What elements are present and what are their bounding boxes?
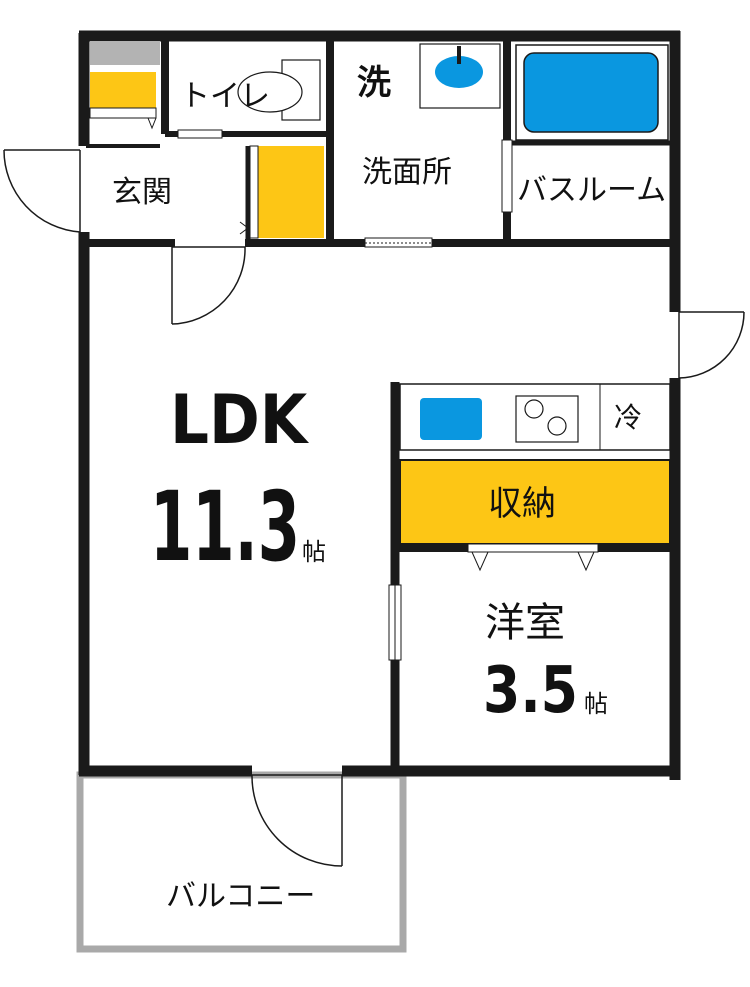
bathtub [515, 44, 669, 141]
toilet-label: トイレ [180, 79, 270, 114]
entrance-label: 玄関 [112, 175, 172, 210]
storage-label: 収納 [488, 484, 556, 524]
interior-walls [84, 40, 675, 771]
washroom-mark: 洗 [357, 63, 391, 103]
western-room-unit: 帖 [584, 690, 608, 718]
washroom-label: 洗面所 [362, 155, 452, 190]
ldk-door[interactable] [171, 246, 246, 325]
bathroom-label: バスルーム [517, 173, 666, 208]
storage-doors[interactable] [467, 543, 599, 572]
balcony-label: バルコニー [166, 879, 315, 914]
right-window-door[interactable] [678, 311, 745, 379]
ldk-unit: 帖 [302, 538, 326, 566]
western-room-name: 洋室 [485, 600, 565, 646]
shoe-cabinet [90, 72, 156, 108]
ldk-size: 11.3 [150, 471, 300, 583]
bath-door[interactable] [501, 139, 513, 213]
washroom-door[interactable] [364, 237, 433, 248]
wash-basin [419, 43, 501, 109]
western-room-door[interactable] [388, 584, 402, 661]
balcony [76, 771, 407, 953]
fridge-label: 冷 [614, 401, 642, 434]
toilet-fixture [237, 59, 321, 121]
ldk-name: LDK [170, 381, 310, 460]
gray-block [90, 41, 160, 65]
entrance-closet [258, 146, 324, 238]
balcony-door[interactable] [251, 774, 343, 867]
entrance-door[interactable] [3, 149, 81, 233]
western-room-size: 3.5 [483, 654, 578, 728]
kitchen-counter [399, 383, 671, 451]
